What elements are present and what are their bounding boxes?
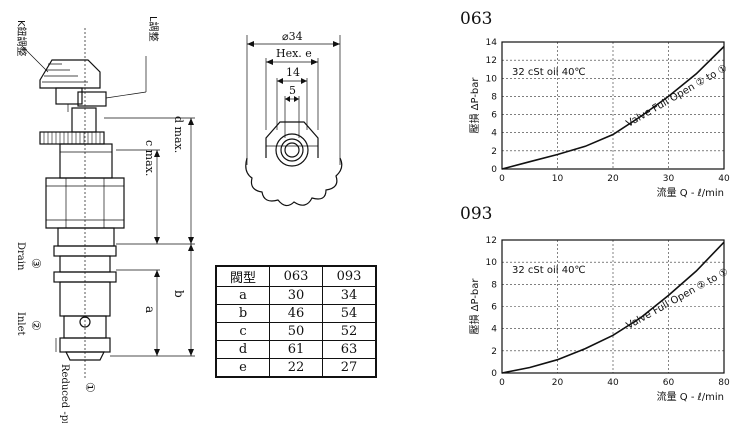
knob-stem [55, 87, 83, 105]
diameter-34-label: ⌀34 [282, 30, 303, 43]
x-tick-label: 10 [552, 174, 564, 184]
valve-top-view: ⌀34 Hex. e 14 5 [245, 30, 343, 207]
x-tick-label: 30 [663, 174, 675, 184]
y-tick-label: 2 [491, 147, 497, 157]
inlet-port-label: Inlet [15, 312, 26, 336]
table-header-cell: 093 [322, 265, 377, 287]
table-cell: b [215, 304, 270, 323]
b-dim-label: b [172, 290, 186, 298]
l-adjust-label: L調整 [147, 16, 160, 42]
table-cell: 61 [269, 340, 323, 359]
table-header-cell: 閥型 [215, 265, 270, 287]
a-dim-label: a [143, 306, 157, 313]
y-tick-label: 2 [491, 347, 497, 357]
chart-title: 063 [460, 9, 492, 29]
table-row: c 50 52 [215, 322, 377, 341]
y-tick-label: 12 [486, 236, 497, 246]
table-row: a 30 34 [215, 286, 377, 305]
adjust-knob [39, 59, 101, 89]
curve-annotation: Valve Full Open ② to ① [625, 266, 731, 331]
table-cell: c [215, 322, 270, 341]
y-tick-label: 6 [491, 303, 497, 313]
y-tick-label: 8 [491, 92, 497, 102]
table-cell: 52 [322, 322, 377, 341]
dim-14-label: 14 [286, 66, 300, 79]
table-cell: d [215, 340, 270, 359]
plot-frame [501, 239, 725, 374]
x-axis-label: 流量 Q - ℓ/min [657, 390, 724, 403]
curve-annotation: Valve Full Open ② to ① [625, 63, 730, 130]
knob-adjust-label: K鈕調整 [15, 20, 28, 57]
plot-frame [501, 41, 725, 170]
d-max-label: d max. [172, 116, 185, 153]
x-tick-label: 60 [663, 378, 675, 388]
drain-port-label: Drain [15, 242, 26, 271]
lock-lever [77, 91, 107, 107]
y-tick-label: 4 [491, 325, 497, 335]
table-row: b 46 54 [215, 304, 377, 323]
table-row: e 22 27 [215, 358, 377, 378]
hex-outline [265, 121, 319, 158]
y-tick-label: 10 [486, 258, 498, 268]
seal-ring-1 [53, 245, 117, 257]
table-row: d 61 63 [215, 340, 377, 359]
table-cell: 22 [269, 358, 323, 378]
pressure-drop-curve [501, 241, 725, 374]
table-cell: 34 [322, 286, 377, 305]
x-tick-label: 80 [718, 378, 730, 388]
y-tick-label: 8 [491, 280, 497, 290]
oil-condition-label: 32 cSt oil 40℃ [512, 67, 586, 78]
table-cell: a [215, 286, 270, 305]
x-tick-label: 40 [718, 174, 730, 184]
table-cell: 54 [322, 304, 377, 323]
y-tick-label: 12 [486, 56, 497, 66]
bonnet [59, 143, 113, 179]
c-max-label: c max. [143, 140, 156, 176]
y-tick-label: 0 [491, 165, 497, 175]
inlet-port-mark: ② [29, 320, 43, 331]
y-tick-label: 10 [486, 74, 498, 84]
chart-093: 093 0 20 40 60 80 0 2 4 6 8 10 12 壓損 ΔP-bar 流量 Q - ℓ/m… [460, 204, 730, 403]
x-tick-label: 0 [499, 378, 505, 388]
table-header-cell: 063 [269, 265, 323, 287]
table-cell: 50 [269, 322, 323, 341]
y-tick-label: 4 [491, 129, 497, 139]
y-tick-label: 14 [486, 38, 498, 48]
x-tick-label: 20 [607, 174, 619, 184]
y-axis-label: 壓損 ΔP-bar [468, 278, 481, 335]
table-cell: 63 [322, 340, 377, 359]
table-header-row: 閥型 063 093 [215, 265, 377, 287]
x-tick-label: 20 [552, 378, 564, 388]
inlet-port-hole [79, 316, 91, 328]
x-axis-label: 流量 Q - ℓ/min [657, 186, 724, 199]
y-tick-label: 6 [491, 111, 497, 121]
hex-body [45, 177, 125, 229]
oil-condition-label: 32 cSt oil 40℃ [512, 265, 586, 276]
pressure-drop-curve [501, 45, 725, 170]
table-cell: 30 [269, 286, 323, 305]
table-cell: 46 [269, 304, 323, 323]
chart-title: 093 [460, 204, 492, 224]
table-cell: 27 [322, 358, 377, 378]
chart-063: 063 0 10 20 30 40 0 2 4 6 8 10 12 14 壓損 ΔP-bar 流量 Q - ℓ… [460, 9, 730, 199]
y-axis-label: 壓損 ΔP-bar [468, 77, 481, 134]
valve-side-view: K鈕調整 L調整 d max. c max. b a ③ Drain ② Inl… [15, 16, 195, 423]
drain-port-mark: ③ [29, 258, 43, 269]
reduced-port-mark: ① [83, 382, 97, 393]
y-tick-label: 0 [491, 369, 497, 379]
hex-e-label: Hex. e [276, 47, 312, 60]
dimension-table: 閥型 063 093 a 30 34 b 46 54 c 50 52 d 61 … [215, 265, 377, 378]
table-cell: e [215, 358, 270, 378]
dim-5-label: 5 [289, 84, 296, 97]
reduced-port-label: Reduced -pres. [59, 364, 70, 423]
x-tick-label: 40 [607, 378, 619, 388]
knurled-knob-outline [245, 157, 343, 207]
x-tick-label: 0 [499, 174, 505, 184]
